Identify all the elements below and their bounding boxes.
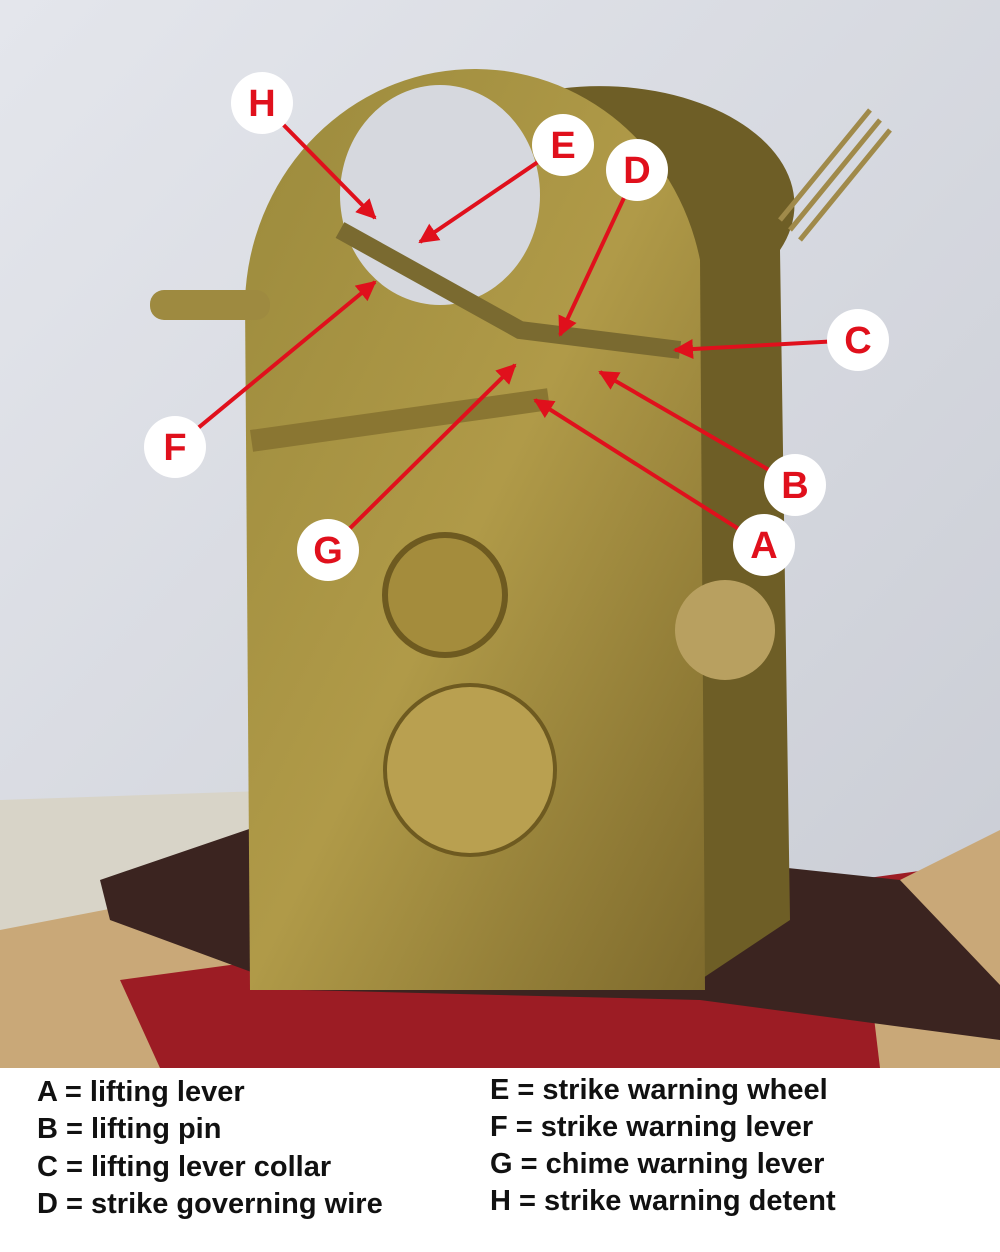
callout-circle-a: [733, 514, 795, 576]
legend-item-d: D = strike governing wire: [37, 1188, 383, 1220]
legend-item-e: E = strike warning wheel: [490, 1074, 828, 1106]
callout-circle-h: [231, 72, 293, 134]
callout-label-f: F: [163, 427, 186, 469]
callout-label-c: C: [844, 320, 871, 362]
callout-circle-d: [606, 139, 668, 201]
legend: A = lifting lever B = lifting pin C = li…: [0, 1068, 1000, 1252]
callout-circle-b: [764, 454, 826, 516]
callout-circle-f: [144, 416, 206, 478]
arrow-h: [281, 122, 377, 220]
callout-label-a: A: [750, 525, 777, 567]
callout-circle-e: [532, 114, 594, 176]
legend-item-h: H = strike warning detent: [490, 1185, 836, 1217]
barrel: [675, 580, 775, 680]
legend-item-f: F = strike warning lever: [490, 1111, 814, 1143]
arrow-e: [418, 160, 540, 244]
callout-label-d: D: [623, 150, 650, 192]
wheel-lower: [383, 683, 557, 857]
legend-item-c: C = lifting lever collar: [37, 1151, 332, 1183]
callout-circle-g: [297, 519, 359, 581]
callout-label-e: E: [550, 125, 575, 167]
arrow-b: [598, 370, 771, 472]
callout-label-h: H: [248, 83, 275, 125]
arrow-c: [673, 339, 829, 360]
wheel-middle: [382, 532, 508, 658]
arrow-d: [558, 196, 627, 337]
arrow-f: [196, 280, 377, 430]
legend-item-g: G = chime warning lever: [490, 1148, 825, 1180]
legend-item-b: B = lifting pin: [37, 1113, 222, 1145]
legend-item-a: A = lifting lever: [37, 1076, 245, 1108]
clock-movement-photo: AB C D E F G H: [0, 0, 1000, 1068]
callout-circle-c: [827, 309, 889, 371]
arrow-a: [533, 398, 740, 531]
callout-label-g: G: [313, 530, 343, 572]
arrow-g: [347, 363, 517, 531]
callout-label-b: B: [781, 465, 808, 507]
